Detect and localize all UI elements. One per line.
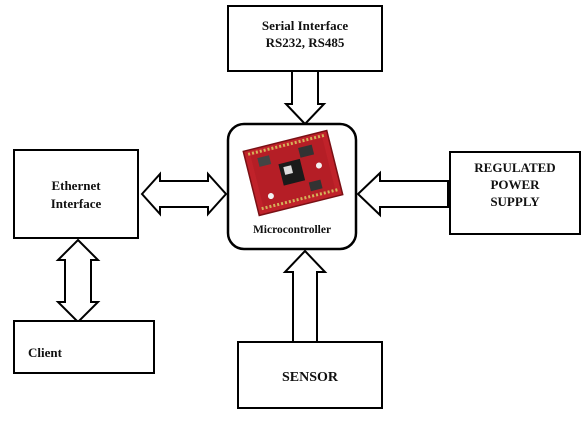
serial-interface-label-line1: Serial Interface [262,18,349,33]
power-supply-label-line1: REGULATED [474,160,555,175]
ethernet-client-bidirectional-arrow [58,240,98,322]
ethernet-interface-label-line2: Interface [51,196,102,211]
serial-interface-label-line2: RS232, RS485 [266,35,345,50]
power-supply-label-line2: POWER [490,177,540,192]
serial-interface-block: Serial Interface RS232, RS485 [228,6,382,71]
client-label: Client [28,345,63,360]
serial-to-micro-arrow [286,71,324,124]
client-block: Client [14,321,154,373]
power-supply-block: REGULATED POWER SUPPLY [450,152,580,234]
ethernet-micro-bidirectional-arrow [142,174,226,214]
power-supply-label-line3: SUPPLY [490,194,540,209]
ethernet-interface-label-line1: Ethernet [51,178,101,193]
sensor-block: SENSOR [238,342,382,408]
sensor-label: SENSOR [282,370,339,385]
sensor-to-micro-arrow [285,251,325,342]
ethernet-interface-block: Ethernet Interface [14,150,138,238]
power-to-micro-arrow [358,173,448,215]
ethernet-interface-box [14,150,138,238]
microcontroller-label: Microcontroller [253,224,331,236]
microcontroller-block: Microcontroller [228,124,356,249]
